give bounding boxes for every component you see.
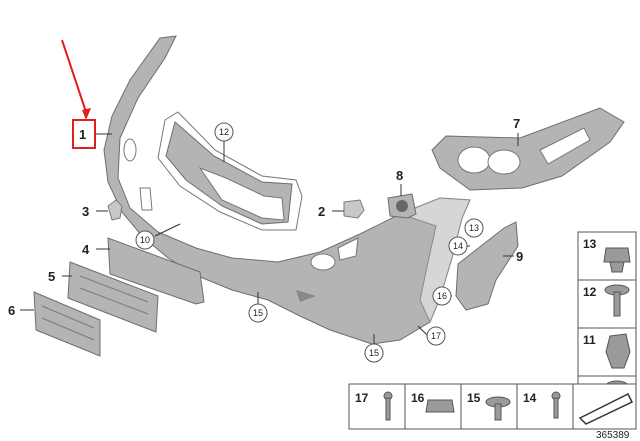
callout-15-left[interactable]: 15 (248, 303, 268, 323)
svg-text:4: 4 (82, 242, 90, 257)
svg-text:13: 13 (469, 223, 479, 233)
pin-icon (383, 391, 393, 421)
washer-screw-icon (485, 396, 511, 421)
license-bracket-part[interactable] (107, 237, 205, 305)
svg-text:12: 12 (583, 285, 597, 299)
support-bracket-part[interactable] (431, 107, 625, 191)
svg-text:14: 14 (523, 391, 537, 405)
svg-text:8: 8 (396, 168, 403, 183)
svg-text:15: 15 (369, 348, 379, 358)
svg-text:2: 2 (318, 204, 325, 219)
svg-text:3: 3 (82, 204, 89, 219)
legend-item-13[interactable]: 13 (583, 237, 631, 273)
svg-text:6: 6 (8, 303, 15, 318)
side-bracket-part[interactable] (455, 221, 519, 311)
legend-item-12[interactable]: 12 (583, 284, 630, 317)
bumper-trim-panel[interactable] (103, 35, 471, 345)
callout-1[interactable]: 1 (79, 127, 86, 142)
svg-text:17: 17 (355, 391, 369, 405)
callout-9[interactable]: 9 (516, 249, 523, 264)
license-holder-part[interactable] (33, 291, 101, 357)
legend-item-14[interactable]: 14 (523, 391, 561, 419)
callout-2[interactable]: 2 (318, 204, 325, 219)
svg-text:14: 14 (453, 241, 463, 251)
legend-item-11[interactable]: 11 (583, 333, 631, 369)
sensor-bracket-part[interactable] (387, 193, 417, 219)
callout-12[interactable]: 12 (214, 122, 234, 142)
svg-text:10: 10 (140, 235, 150, 245)
callout-4[interactable]: 4 (82, 242, 90, 257)
svg-text:15: 15 (253, 308, 263, 318)
callout-14[interactable]: 14 (448, 236, 468, 256)
svg-text:11: 11 (583, 333, 596, 347)
svg-text:16: 16 (437, 291, 447, 301)
reference-number: 365389 (596, 430, 630, 441)
small-cover-part[interactable] (343, 199, 365, 219)
svg-text:9: 9 (516, 249, 523, 264)
rivet-icon (551, 391, 561, 419)
highlight-box (72, 119, 96, 149)
clip-icon (605, 333, 631, 369)
svg-text:1: 1 (79, 127, 86, 142)
highlight-arrow (61, 39, 91, 120)
svg-text:12: 12 (219, 127, 229, 137)
wedge-icon (578, 392, 634, 425)
svg-text:13: 13 (583, 237, 597, 251)
clip-nut-icon (603, 247, 631, 273)
svg-text:15: 15 (467, 391, 481, 405)
license-plate-part[interactable] (67, 261, 159, 333)
screw-icon (604, 284, 630, 317)
spring-nut-icon (425, 399, 455, 413)
callout-17[interactable]: 17 (426, 326, 446, 346)
legend-item-17[interactable]: 17 (355, 391, 393, 421)
svg-text:5: 5 (48, 269, 55, 284)
fastener-legend-bottom: 17 16 15 14 (348, 383, 637, 430)
callout-13[interactable]: 13 (464, 218, 484, 238)
callout-5[interactable]: 5 (48, 269, 55, 284)
callout-3[interactable]: 3 (82, 204, 89, 219)
callout-10[interactable]: 10 (135, 230, 155, 250)
callout-15-bottom[interactable]: 15 (364, 343, 384, 363)
cap-part[interactable] (107, 199, 123, 221)
callout-6[interactable]: 6 (8, 303, 15, 318)
svg-text:17: 17 (431, 331, 441, 341)
callout-7[interactable]: 7 (513, 116, 520, 131)
callout-16[interactable]: 16 (432, 286, 452, 306)
svg-text:16: 16 (411, 391, 425, 405)
legend-item-15[interactable]: 15 (467, 391, 511, 421)
legend-item-16[interactable]: 16 (411, 391, 455, 413)
callout-8[interactable]: 8 (396, 168, 403, 183)
svg-text:7: 7 (513, 116, 520, 131)
legend-wedge-cell (578, 392, 634, 425)
